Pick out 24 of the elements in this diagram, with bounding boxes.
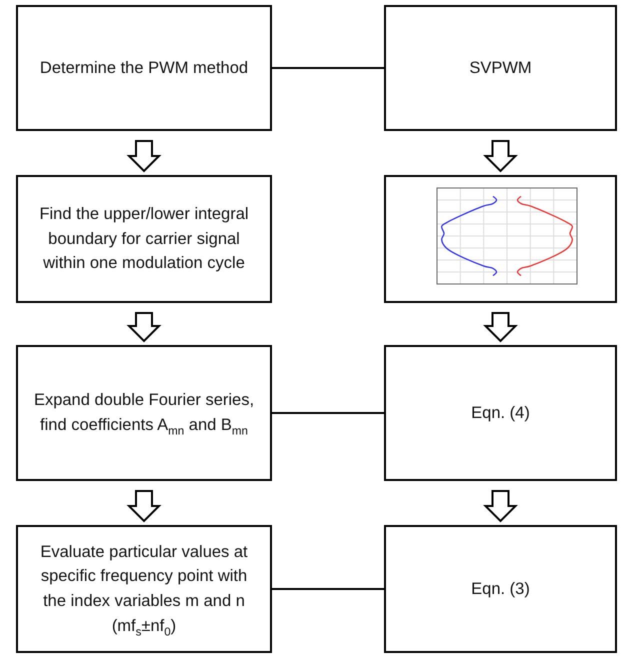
block-arrow — [126, 490, 162, 522]
block-arrow — [483, 140, 518, 172]
step-text: Determine the PWM method — [38, 58, 250, 79]
block-arrow — [483, 312, 518, 342]
process-box — [384, 5, 617, 131]
block-arrow — [483, 490, 518, 522]
step-text: Eqn. (3) — [470, 578, 531, 600]
connector-line — [272, 412, 384, 414]
process-box — [16, 175, 272, 303]
process-box — [16, 345, 272, 481]
plot-box — [384, 175, 617, 303]
step-text: SVPWM — [468, 58, 533, 79]
process-box — [384, 345, 617, 481]
step-text: Evaluate particular values at specific frequency point with the index variables m and n (mf$_{s}$±nf$_{0}$) — [39, 542, 249, 638]
step-text: Expand double Fourier series, find coefficients A$_{mn}$ and B$_{mn}$ — [32, 390, 256, 438]
block-arrow — [126, 140, 162, 172]
step-text: Eqn. (4) — [470, 402, 531, 424]
connector-line — [272, 588, 384, 590]
process-box — [16, 525, 272, 653]
step-text: Find the upper/lower integral boundary for carrier signal within one modulation cycle — [38, 204, 250, 274]
block-arrow — [126, 312, 162, 342]
process-box — [16, 5, 272, 131]
connector-line — [272, 67, 384, 69]
process-box — [384, 525, 617, 653]
